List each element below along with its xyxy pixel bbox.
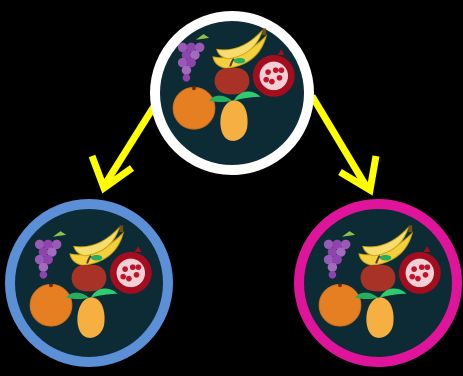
- fruit-node-top: [155, 16, 309, 170]
- fruit-node-bottom-right: [299, 204, 457, 362]
- arrow-to-left: [92, 100, 158, 188]
- fruit-node-bottom-left: [10, 204, 168, 362]
- arrow-to-right: [312, 96, 376, 190]
